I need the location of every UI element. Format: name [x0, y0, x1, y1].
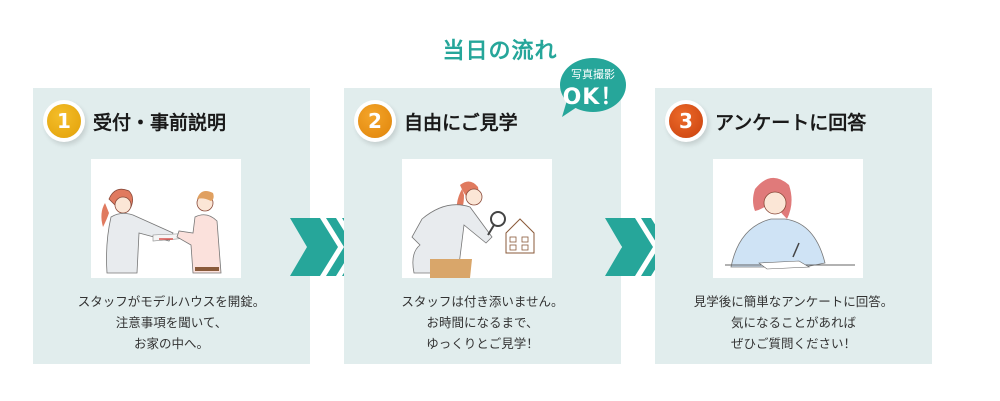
- step-panel-2: 2 自由にご見学 スタッフは付き添いません。 お時間になるまで、 ゆっくりとご見…: [344, 88, 621, 364]
- step-title: アンケートに回答: [715, 112, 867, 134]
- description-line: 注意事項を聞いて、: [115, 315, 228, 330]
- step-number-badge: 3: [669, 104, 703, 138]
- step-panel-3: 3 アンケートに回答 見学後に簡単なアンケートに回答。 気になることがあれば ぜ…: [655, 88, 932, 364]
- step-number-badge: 1: [47, 104, 81, 138]
- step-title: 自由にご見学: [404, 112, 518, 134]
- description-line: お時間になるまで、: [426, 315, 539, 330]
- description-line: 見学後に簡単なアンケートに回答。: [693, 294, 894, 309]
- description-line: ぜひご質問ください！: [730, 336, 856, 351]
- step-description: 見学後に簡単なアンケートに回答。 気になることがあれば ぜひご質問ください！: [655, 291, 932, 354]
- woman-magnifying-glass-house-illustration: [402, 159, 552, 278]
- photo-ok-badge: OK！: [562, 85, 624, 110]
- woman-writing-survey-illustration: [713, 159, 863, 278]
- step-description: スタッフは付き添いません。 お時間になるまで、 ゆっくりとご見学！: [344, 291, 621, 354]
- page-title: 当日の流れ: [442, 39, 558, 64]
- description-line: ゆっくりとご見学！: [426, 336, 539, 351]
- step-panel-1: 1 受付・事前説明 スタッフがモデルハウスを開錠。 注意事項を聞いて、 お家の中…: [33, 88, 310, 364]
- step-number-badge: 2: [358, 104, 392, 138]
- description-line: スタッフは付き添いません。: [401, 294, 564, 309]
- step-description: スタッフがモデルハウスを開錠。 注意事項を聞いて、 お家の中へ。: [33, 291, 310, 354]
- description-line: お家の中へ。: [133, 336, 209, 351]
- description-line: 気になることがあれば: [730, 315, 856, 330]
- staff-handing-document-illustration: [91, 159, 241, 278]
- description-line: スタッフがモデルハウスを開錠。: [77, 294, 266, 309]
- photo-ok-label: 写真撮影: [571, 68, 615, 81]
- step-title: 受付・事前説明: [93, 112, 227, 134]
- speech-bubble-icon: [560, 58, 626, 117]
